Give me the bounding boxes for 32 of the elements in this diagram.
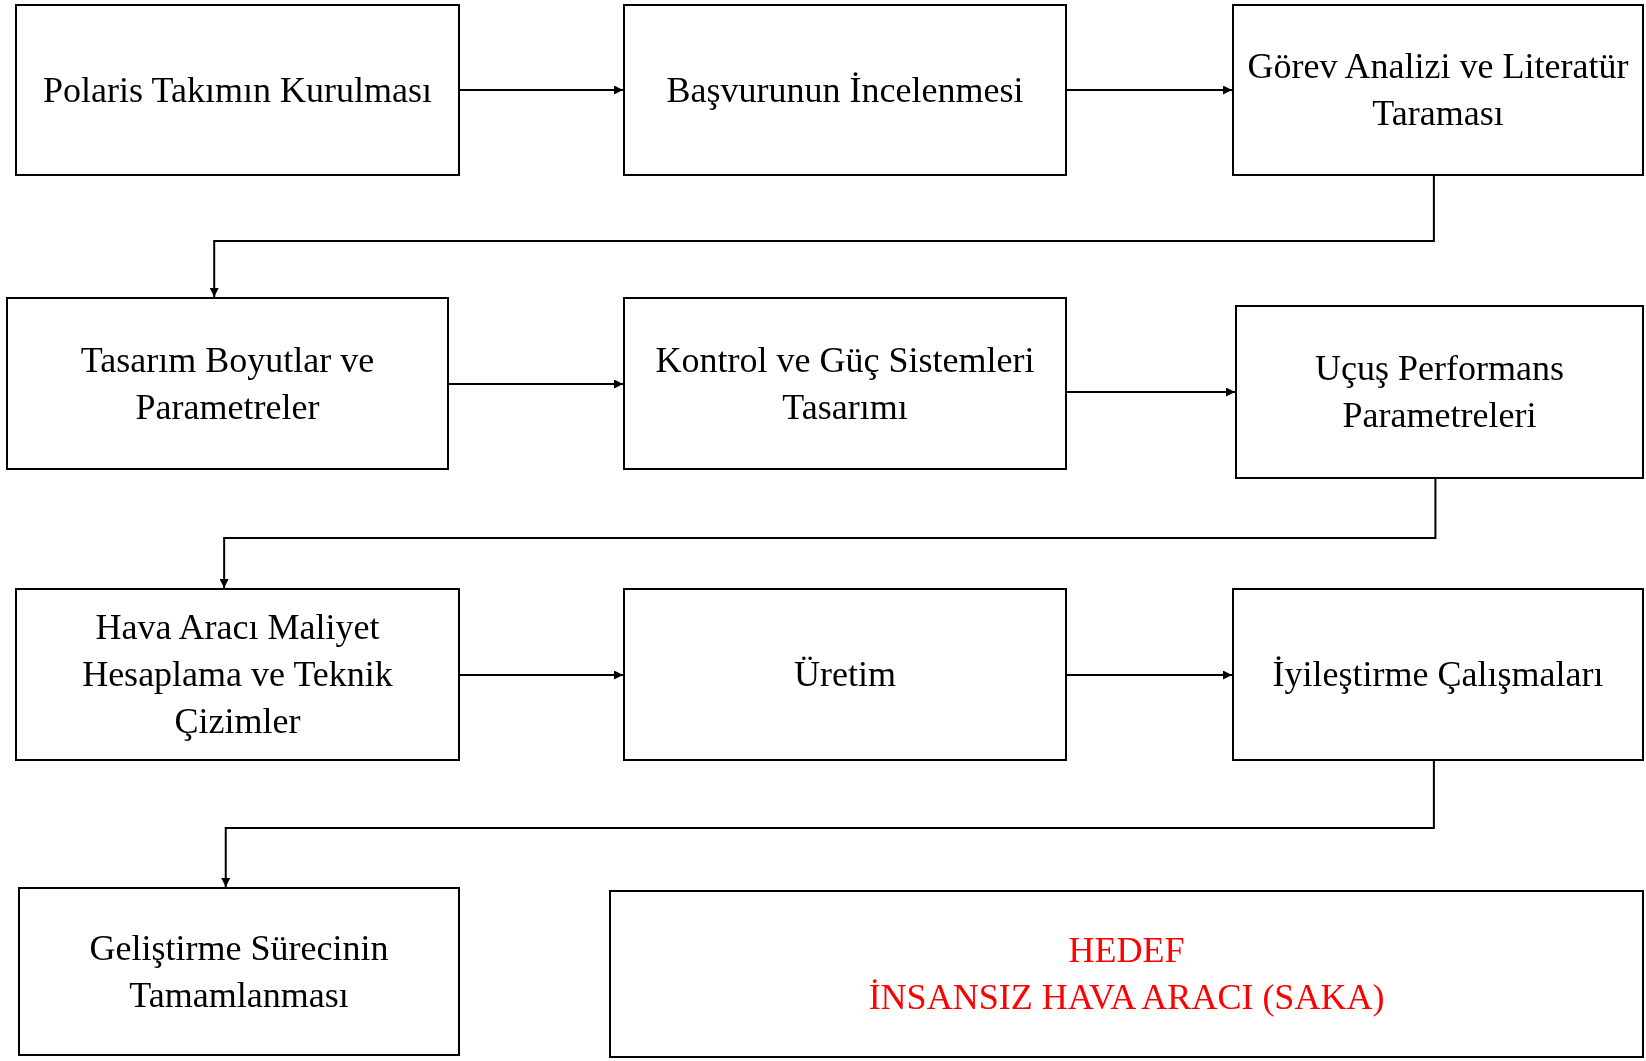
process-box <box>15 4 460 176</box>
goal-box <box>609 890 1644 1058</box>
process-box <box>623 4 1067 176</box>
step-text: Tasarım Boyutlar ve Parametreler <box>79 338 376 429</box>
arrow <box>1066 670 1233 680</box>
arrow <box>221 760 1435 888</box>
step-text: Polaris Takımın Kurulması <box>43 68 432 112</box>
arrow <box>459 670 624 680</box>
step-text: Üretim <box>794 653 896 697</box>
process-box <box>623 588 1067 761</box>
step-text: Uçuş Performans Parametreleri <box>1314 347 1565 437</box>
process-box <box>18 887 460 1056</box>
process-box <box>1232 4 1644 176</box>
step-text: Kontrol ve Güç Sistemleri Tasarımı <box>654 338 1036 429</box>
arrow <box>448 379 624 389</box>
process-box <box>15 588 460 761</box>
arrow <box>1066 85 1233 95</box>
process-box <box>623 297 1067 470</box>
step-text: Görev Analizi ve Literatür Taraması <box>1246 45 1630 135</box>
arrow <box>209 175 1435 298</box>
step-text: İyileştirme Çalışmaları <box>1272 653 1604 697</box>
goal-text: İNSANSIZ HAVA ARACI (SAKA) <box>868 976 1385 1019</box>
arrow <box>1066 387 1236 397</box>
step-text: Geliştirme Sürecinin Tamamlanması <box>88 926 390 1017</box>
arrow <box>219 478 1437 589</box>
process-box <box>6 297 449 470</box>
process-box <box>1235 305 1644 479</box>
process-box <box>1232 588 1644 761</box>
step-text: Başvurunun İncelenmesi <box>666 68 1024 112</box>
arrow <box>459 85 624 95</box>
step-text: Hava Aracı Maliyet Hesaplama ve Teknik Çizimler <box>81 606 394 743</box>
goal-text: HEDEF <box>1068 929 1185 973</box>
